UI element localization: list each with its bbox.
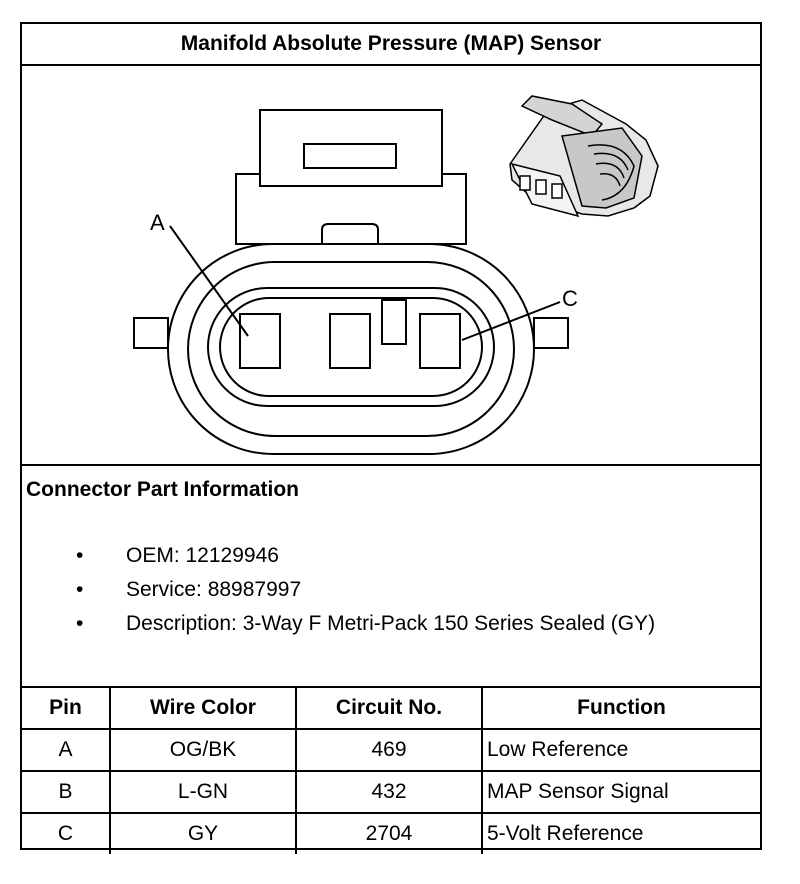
housing-base — [235, 214, 467, 245]
cell-circuit: 432 — [295, 770, 483, 814]
connector-sheet: Manifold Absolute Pressure (MAP) Sensor — [20, 22, 762, 854]
cell-function: MAP Sensor Signal — [481, 770, 760, 814]
terminal-b — [329, 313, 371, 369]
cell-function: 5-Volt Reference — [481, 812, 760, 854]
pin-label-c: C — [562, 286, 578, 311]
connector-outer-shell — [167, 243, 535, 455]
terminal-a — [239, 313, 281, 369]
connector-cavity-outer — [207, 287, 495, 407]
connector-description: Description: 3-Way F Metri-Pack 150 Seri… — [126, 612, 656, 635]
connector-part-information: Connector Part Information • OEM: 121299… — [22, 466, 760, 688]
service-part-number: Service: 88987997 — [126, 578, 302, 601]
table-row: C GY 2704 5-Volt Reference — [22, 812, 760, 854]
cell-circuit: 469 — [295, 728, 483, 772]
connector-face-drawing: A C — [133, 95, 659, 455]
info-heading: Connector Part Information — [26, 478, 300, 501]
sheet-title: Manifold Absolute Pressure (MAP) Sensor — [22, 24, 760, 66]
cell-wire-color: L-GN — [109, 770, 297, 814]
pin-label-a: A — [150, 210, 165, 235]
cell-pin: A — [22, 728, 111, 772]
housing-key — [321, 223, 379, 244]
housing-right-shoulder — [442, 173, 467, 214]
cell-function: Low Reference — [481, 728, 760, 772]
header-function: Function — [481, 688, 760, 730]
bullet-icon: • — [76, 578, 84, 601]
table-row: B L-GN 432 MAP Sensor Signal — [22, 770, 760, 814]
leader-line-a — [169, 225, 249, 337]
right-ear — [533, 317, 569, 349]
bullet-icon: • — [76, 612, 84, 635]
cell-pin: C — [22, 812, 111, 854]
table-header-row: Pin Wire Color Circuit No. Function — [22, 688, 760, 730]
terminal-c — [419, 313, 461, 369]
housing-left-shoulder — [235, 173, 260, 214]
header-circuit-no: Circuit No. — [295, 688, 483, 730]
cell-pin: B — [22, 770, 111, 814]
leader-line-c — [461, 301, 561, 341]
locking-tab-housing — [259, 109, 443, 187]
locking-tab-window — [303, 143, 397, 169]
connector-seal-ring — [187, 261, 515, 437]
table-row: A OG/BK 469 Low Reference — [22, 728, 760, 772]
header-pin: Pin — [22, 688, 111, 730]
connector-cavity-inner — [219, 297, 483, 397]
bullet-icon: • — [76, 544, 84, 567]
cell-wire-color: GY — [109, 812, 297, 854]
connector-perspective-view — [509, 95, 659, 218]
cell-wire-color: OG/BK — [109, 728, 297, 772]
connector-diagram: A C — [22, 66, 760, 466]
left-ear — [133, 317, 169, 349]
polarity-key — [381, 299, 407, 345]
header-wire-color: Wire Color — [109, 688, 297, 730]
oem-part-number: OEM: 12129946 — [126, 544, 279, 567]
pin-table: Pin Wire Color Circuit No. Function A OG… — [22, 688, 760, 854]
cell-circuit: 2704 — [295, 812, 483, 854]
